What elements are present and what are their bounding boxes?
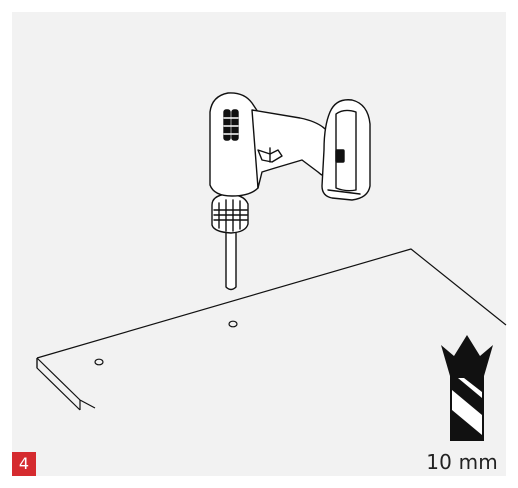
step-badge-background [12, 452, 36, 476]
board-panel [36, 248, 507, 411]
step-number-badge: 4 [18, 454, 30, 473]
drill-hole [94, 358, 104, 366]
drill-bit-size-label: 10 mm [426, 450, 498, 474]
drill-bit-icon [441, 335, 493, 441]
drill-icon [209, 92, 371, 291]
drill-hole [228, 320, 238, 328]
instruction-panel [12, 12, 506, 476]
